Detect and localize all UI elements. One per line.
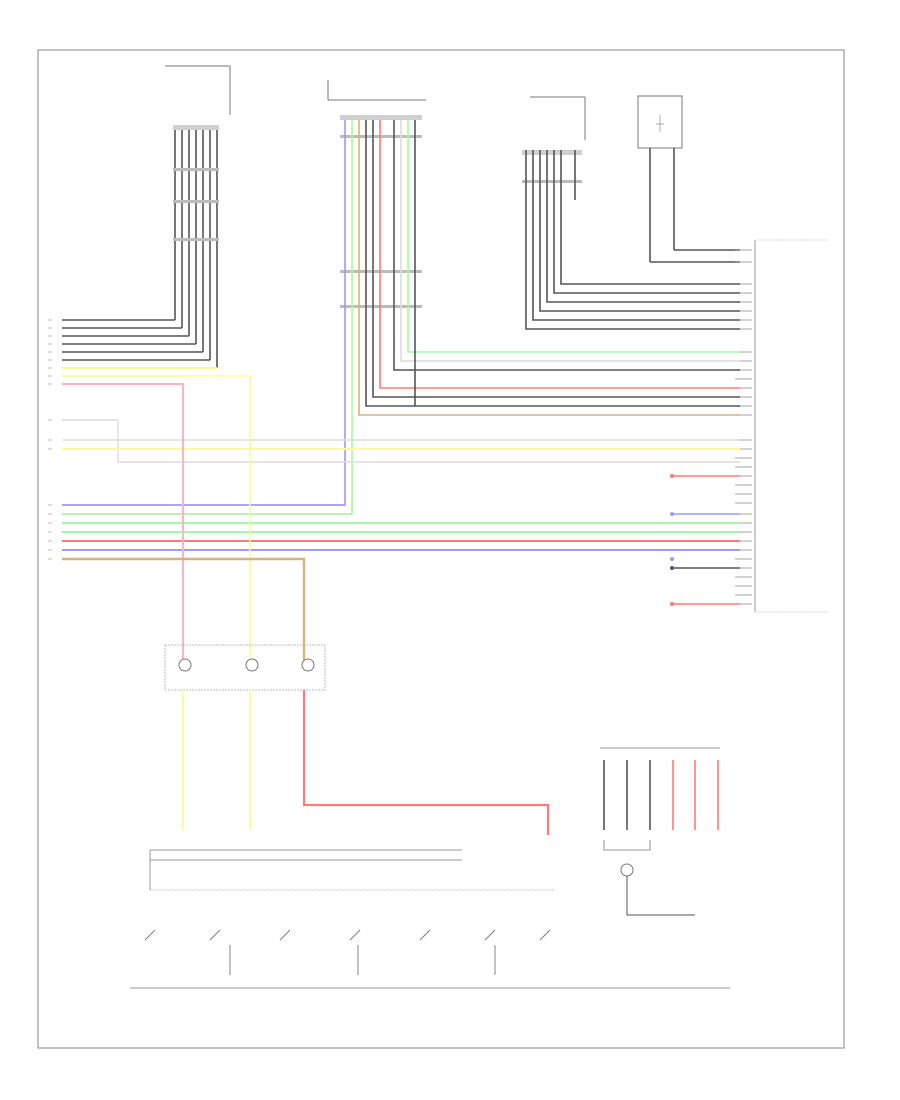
drops-to-module xyxy=(62,375,306,660)
left-pin-markers xyxy=(48,319,52,560)
connector-top-right xyxy=(522,96,586,183)
module-center xyxy=(164,644,326,691)
switch-panel-bottom xyxy=(130,849,730,989)
connector-top-left xyxy=(62,65,231,369)
connector-far-right xyxy=(637,95,740,263)
module-right xyxy=(735,239,830,613)
right-taps xyxy=(670,474,740,606)
bus-lines xyxy=(62,419,740,551)
switch-bottom-right xyxy=(600,747,720,916)
diagram-frame xyxy=(37,49,845,1049)
harness-top-center xyxy=(62,120,740,515)
connector-top-center xyxy=(327,80,426,308)
lower-wires xyxy=(182,690,550,835)
harness-top-right xyxy=(525,150,740,330)
